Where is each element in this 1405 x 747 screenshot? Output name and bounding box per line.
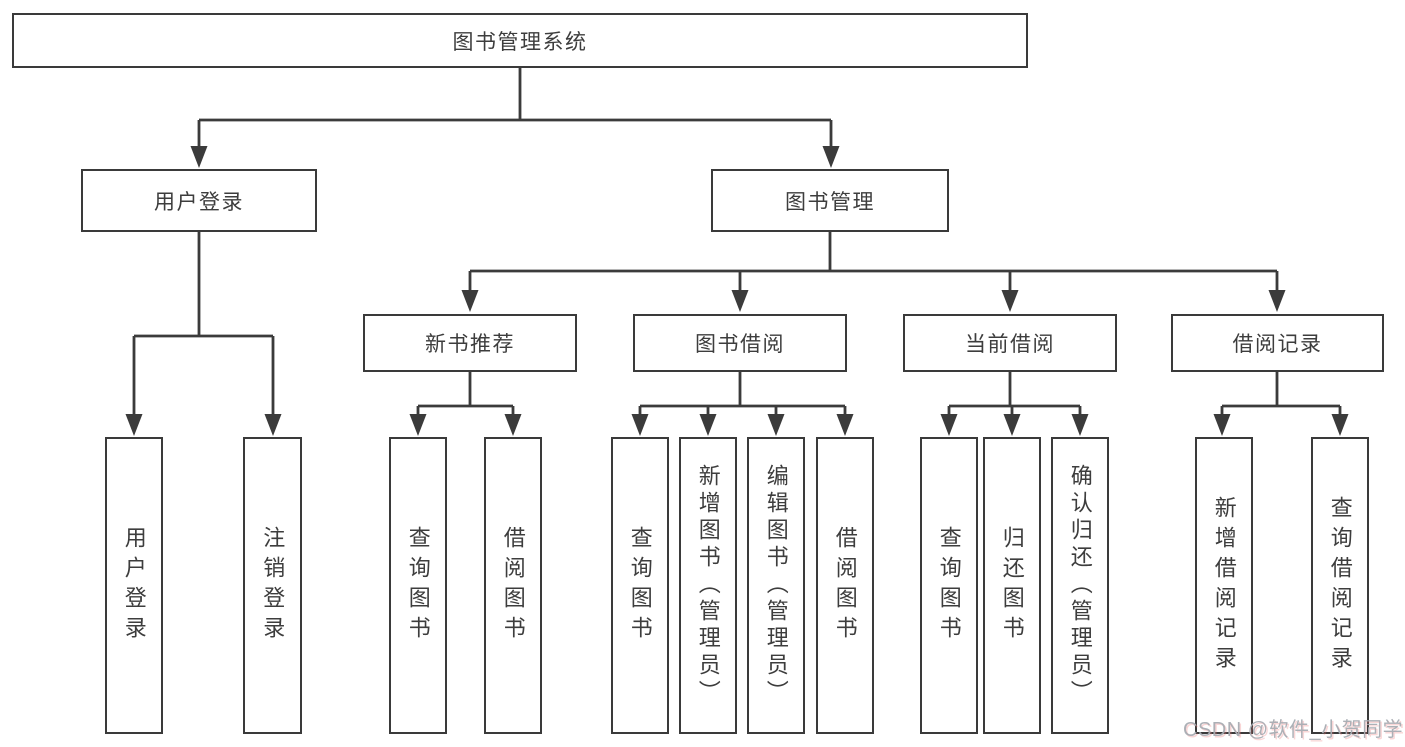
node-leaf-bb-edit-book-admin: 编辑图书（管理员）: [747, 437, 805, 734]
node-leaf-rec-borrow-book: 借阅图书: [484, 437, 542, 734]
node-leaf-cb-confirm-return-admin: 确认归还（管理员）: [1051, 437, 1109, 734]
node-label: 查询借阅记录: [1327, 495, 1353, 676]
node-leaf-bb-borrow-book: 借阅图书: [816, 437, 874, 734]
node-label: 图书管理系统: [452, 30, 588, 54]
node-leaf-br-add-record: 新增借阅记录: [1195, 437, 1253, 734]
node-label: 确认归还（管理员）: [1067, 464, 1093, 707]
node-label: 归还图书: [999, 525, 1025, 646]
node-label: 注销登录: [260, 525, 286, 646]
node-label: 编辑图书（管理员）: [763, 464, 789, 707]
node-label: 图书管理: [785, 190, 875, 214]
arrowheads: [125, 146, 1349, 436]
node-label: 用户登录: [154, 190, 244, 214]
node-leaf-cb-query-book: 查询图书: [920, 437, 978, 734]
node-new-book-recommend: 新书推荐: [363, 314, 577, 372]
node-book-management: 图书管理: [711, 169, 949, 232]
node-current-borrowing: 当前借阅: [903, 314, 1117, 372]
node-label: 新书推荐: [425, 333, 515, 356]
node-label: 用户登录: [121, 525, 147, 646]
node-leaf-cb-return-book: 归还图书: [983, 437, 1041, 734]
node-user-login-branch: 用户登录: [81, 169, 317, 232]
node-leaf-br-query-record: 查询借阅记录: [1311, 437, 1369, 734]
node-label: 新增借阅记录: [1211, 495, 1237, 676]
node-book-borrowing: 图书借阅: [633, 314, 847, 372]
node-label: 借阅记录: [1232, 333, 1323, 356]
node-label: 新增图书（管理员）: [695, 464, 721, 707]
node-leaf-bb-add-book-admin: 新增图书（管理员）: [679, 437, 737, 734]
node-label: 借阅图书: [500, 525, 526, 646]
node-leaf-logout: 注销登录: [243, 437, 302, 734]
node-label: 查询图书: [627, 525, 653, 646]
node-leaf-rec-query-book: 查询图书: [389, 437, 447, 734]
node-label: 图书借阅: [695, 333, 785, 356]
node-label: 查询图书: [405, 525, 431, 646]
node-root: 图书管理系统: [12, 13, 1028, 68]
csdn-watermark: CSDN @软件_小贺同学: [1183, 719, 1404, 741]
node-label: 当前借阅: [965, 333, 1055, 356]
node-leaf-bb-query-book: 查询图书: [611, 437, 669, 734]
node-borrow-records: 借阅记录: [1171, 314, 1384, 372]
node-label: 借阅图书: [832, 525, 858, 646]
node-label: 查询图书: [936, 525, 962, 646]
node-leaf-user-login: 用户登录: [105, 437, 163, 734]
